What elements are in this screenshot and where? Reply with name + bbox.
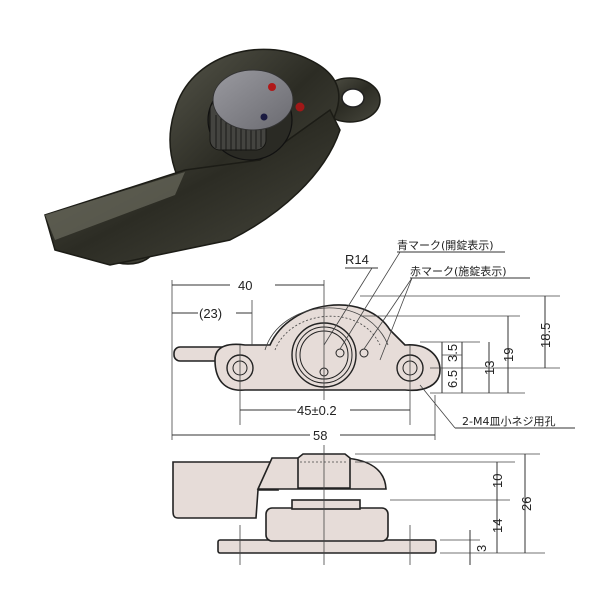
top-view-drawing: 40 (23) 45±0.2 58 3.5 6.5 13 19 18.5 [171,238,575,443]
dim-10: 10 [490,474,505,488]
dim-19: 19 [501,348,516,362]
dim-26: 26 [519,497,534,511]
dim-6-5: 6.5 [445,370,460,388]
dim-45: 45±0.2 [297,403,337,418]
dim-14: 14 [490,519,505,533]
side-view-drawing: 10 14 26 3 [172,445,545,565]
red-mark-dot [295,102,305,112]
dim-58: 58 [313,428,327,443]
dim-18-5: 18.5 [538,323,553,348]
dim-3-5: 3.5 [445,344,460,362]
dim-3: 3 [474,545,489,552]
label-red-mark: 赤マーク(施錠表示) [410,264,507,278]
dim-23: (23) [199,306,222,321]
label-r14: R14 [345,252,369,267]
dim-13: 13 [482,361,497,375]
label-blue-mark: 青マーク(開錠表示) [397,238,494,252]
label-screw-holes: 2-M4皿小ネジ用孔 [462,415,555,428]
blue-indicator-dot [260,113,268,121]
dim-40: 40 [238,278,252,293]
red-indicator-dot [268,83,276,91]
product-photo [44,48,381,266]
